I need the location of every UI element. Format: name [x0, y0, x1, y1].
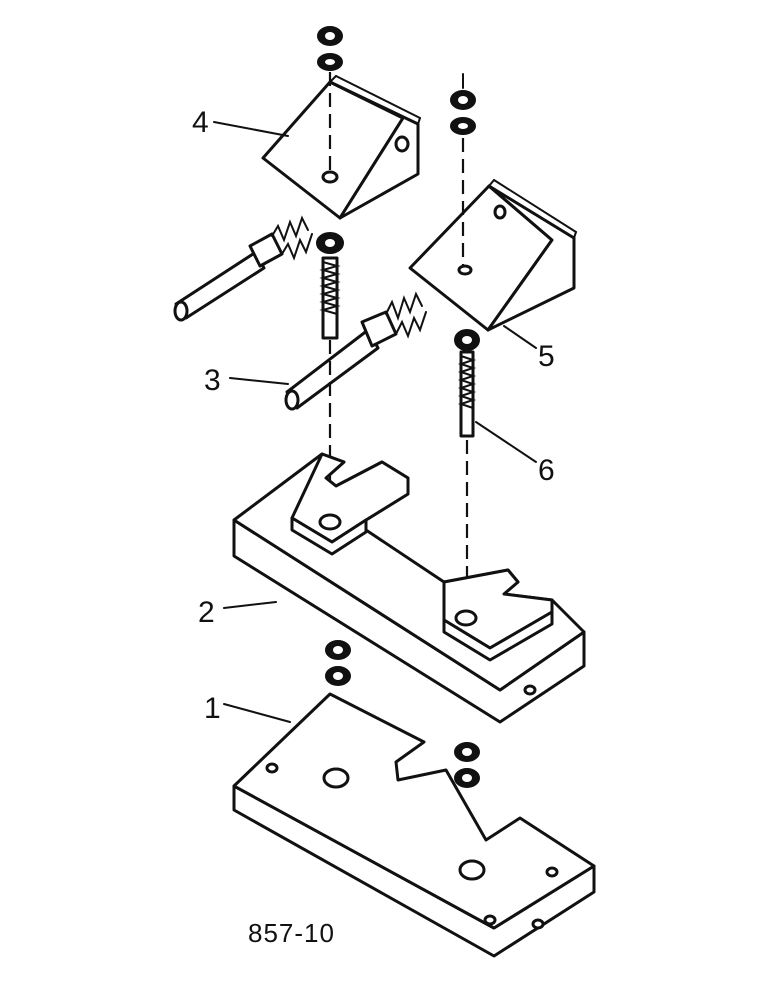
nut-and-washer — [325, 640, 351, 686]
nut-and-washer — [450, 90, 476, 135]
mounting-hole — [458, 859, 486, 881]
nut-and-washer — [317, 26, 343, 71]
part-4-angle-bracket — [261, 75, 421, 220]
part-1-base-plate — [232, 692, 596, 958]
part-3-threaded-pin — [173, 215, 313, 322]
mounting-hole — [322, 767, 350, 789]
mounting-hole — [454, 609, 478, 627]
mounting-hole — [318, 513, 342, 531]
bolt-hole — [265, 762, 279, 774]
part-3-threaded-pin-lower — [284, 291, 427, 411]
bolt-hole — [483, 914, 497, 926]
callout-2: 2 — [198, 596, 215, 629]
bolt-hole — [457, 264, 473, 276]
part-5-angle-bracket — [408, 179, 577, 332]
part-2-main-block — [232, 452, 586, 724]
bolt-hole — [394, 135, 410, 153]
callout-1: 1 — [204, 692, 221, 725]
bolt-hole — [493, 204, 507, 220]
side-hole — [523, 684, 537, 696]
figure-code: 857-10 — [248, 918, 335, 948]
callout-5: 5 — [538, 340, 555, 373]
callout-6: 6 — [538, 454, 555, 487]
part-6-stud-bolt — [454, 329, 480, 438]
stud-bolt — [316, 232, 344, 340]
callout-4: 4 — [192, 106, 209, 139]
bolt-hole — [321, 170, 339, 184]
callout-3: 3 — [204, 364, 221, 397]
nut-and-washer — [454, 742, 480, 788]
bolt-hole — [545, 866, 559, 878]
leader-lines — [213, 121, 537, 723]
side-hole — [531, 918, 545, 930]
